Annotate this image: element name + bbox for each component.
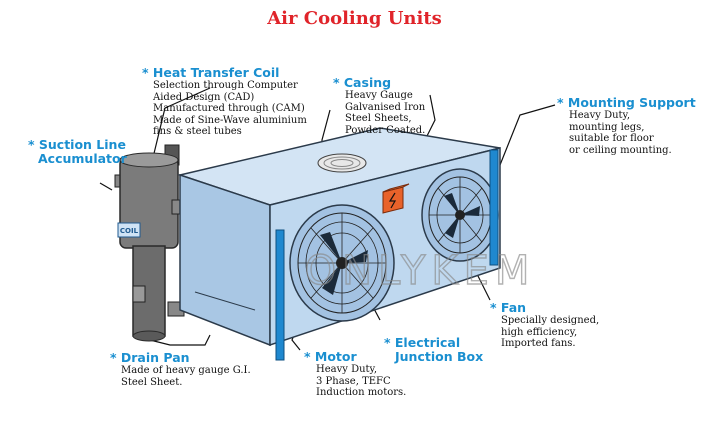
coil-vent-grille bbox=[317, 153, 367, 173]
fan-right bbox=[421, 168, 499, 262]
casing-label: * Casing bbox=[333, 75, 392, 90]
mounting-support-desc: Heavy Duty, mounting legs, suitable for … bbox=[569, 110, 672, 156]
mounting-support-label: * Mounting Support bbox=[557, 95, 696, 110]
mounting-leg-front bbox=[275, 229, 285, 361]
suction-line-accumulator-label: * Suction Line Accumulator bbox=[28, 137, 127, 166]
watermark-text: ONLYKEM bbox=[305, 248, 536, 294]
drain-pan-label: * Drain Pan bbox=[110, 350, 190, 365]
electrical-junction-box bbox=[382, 183, 410, 214]
fan-label: * Fan bbox=[490, 300, 527, 315]
leader-lines bbox=[99, 87, 556, 351]
electrical-junction-box-label: * Electrical Junction Box bbox=[384, 335, 484, 364]
coil-tag-label: COIL bbox=[120, 227, 139, 235]
motor-label: * Motor bbox=[304, 349, 357, 364]
fan-left bbox=[289, 204, 395, 322]
diagram-title: Air Cooling Units bbox=[267, 8, 442, 29]
heat-transfer-coil-desc: Selection through Computer Aided Design … bbox=[153, 80, 307, 137]
casing-desc: Heavy Gauge Galvanised Iron Steel Sheets… bbox=[345, 90, 426, 136]
motor-desc: Heavy Duty, 3 Phase, TEFC Induction moto… bbox=[316, 364, 407, 398]
fan-desc: Specially designed, high efficiency, Imp… bbox=[501, 315, 600, 349]
mounting-leg-rear bbox=[489, 149, 499, 266]
heat-transfer-coil-label: * Heat Transfer Coil bbox=[142, 65, 280, 80]
suction-line-accumulator bbox=[114, 144, 189, 342]
drain-pan-desc: Made of heavy gauge G.I. Steel Sheet. bbox=[121, 365, 251, 388]
